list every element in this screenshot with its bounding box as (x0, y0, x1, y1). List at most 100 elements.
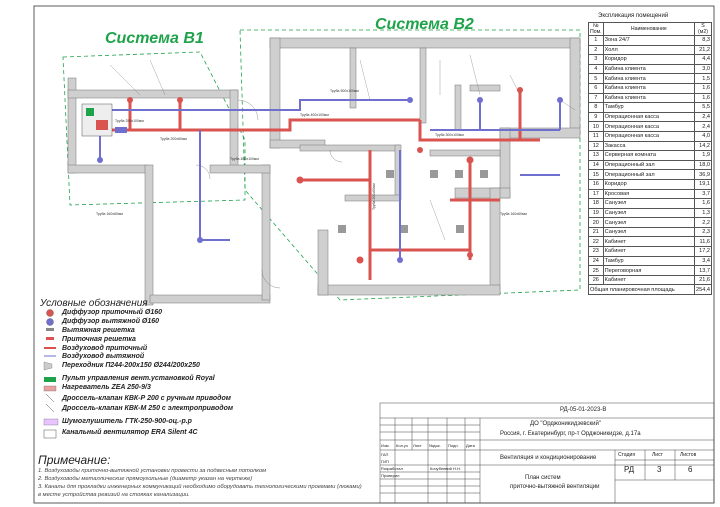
legend-item-exhaust-diffuser: Диффузор вытяжной Ø160 (62, 318, 160, 325)
explication-cell-n: 5 (588, 73, 604, 84)
explication-cell-area: 13,7 (694, 265, 712, 276)
explication-cell-name: Кабинет (602, 246, 696, 257)
explication-cell-n: 14 (588, 159, 604, 171)
explication-cell-area: 2,4 (694, 121, 712, 132)
explication-cell-area: 8,3 (694, 35, 712, 46)
legend-item-control-panel: Пульт управления вент.установкой Royal (62, 375, 215, 382)
title-block-role: Разработал (381, 466, 403, 471)
explication-cell-name: Санузел (602, 217, 696, 228)
title-block-role: ГИП (381, 459, 389, 464)
explication-header-num: № Пом. (588, 22, 604, 36)
svg-text:Труба 160х60мм: Труба 160х60мм (500, 212, 527, 216)
explication-header-area: S (м2) (694, 22, 712, 36)
explication-cell-area: 3,0 (694, 63, 712, 75)
note-line: в месте устройства ревизий на стояках ка… (38, 492, 190, 498)
explication-cell-area: 19,1 (694, 178, 712, 190)
explication-cell-area: 17,2 (694, 246, 712, 257)
explication-cell-name: Кабина клиента (602, 82, 696, 94)
explication-cell-name: Операционный зал (602, 159, 696, 171)
note-line: 2. Воздуховоды металлические прямоугольн… (38, 476, 253, 482)
legend-item-silencer: Шумоглушитель ГТК-250-900-оц.-р.р (62, 418, 192, 425)
explication-cell-name: Коридор (602, 178, 696, 190)
svg-text:Труба 200х60мм: Труба 200х60мм (372, 183, 376, 210)
legend-symbols (43, 309, 59, 439)
door-arcs (195, 99, 343, 289)
legend-item-supply-duct: Воздуховод приточный (62, 345, 148, 352)
explication-cell-name: Санузел (602, 226, 696, 238)
svg-text:Труба 300х100мм: Труба 300х100мм (435, 133, 464, 137)
legend-item-exhaust-grille: Вытяжная решетка (62, 327, 135, 334)
explication-cell-area: 4,0 (694, 130, 712, 142)
legend-item-adapter: Переходник П244-200х150 Ø244/200х250 (62, 362, 200, 369)
sheet-label: Лист (652, 452, 663, 458)
explication-cell-n: 25 (588, 265, 604, 276)
explication-cell-name: Кабинет (602, 236, 696, 248)
title-block-col-header: №док. (429, 443, 441, 448)
explication-cell-n: 8 (588, 102, 604, 113)
explication-cell-name: Санузел (602, 198, 696, 209)
sheet-title-line1: План систем (525, 475, 561, 481)
legend-item-duct-fan: Канальный вентилятор ERA Silent 4C (62, 429, 198, 436)
svg-text:Труба 450х100мм: Труба 450х100мм (230, 157, 259, 161)
legend-item-exhaust-duct: Воздуховод вытяжной (62, 353, 145, 360)
explication-cell-n: 7 (588, 92, 604, 104)
explication-cell-area: 1,5 (694, 73, 712, 84)
explication-cell-area: 5,5 (694, 102, 712, 113)
sheet-value: 3 (657, 465, 662, 474)
drawing-code: РД-05-01-2023-В (560, 407, 607, 413)
explication-cell-area: 21,2 (694, 44, 712, 56)
legend-title: Условные обозначения (40, 298, 148, 309)
explication-cell-n: 12 (588, 140, 604, 152)
explication-total-area: 254,4 (694, 284, 712, 296)
title-block-col-header: Кол.уч (396, 443, 408, 448)
system-b1-title: Система В1 (105, 30, 204, 47)
title-block-col-header: Изм. (381, 443, 390, 448)
legend-item-supply-diffuser: Диффузор приточный Ø160 (62, 309, 163, 316)
explication-cell-n: 6 (588, 82, 604, 94)
explication-cell-n: 11 (588, 130, 604, 142)
explication-cell-n: 10 (588, 121, 604, 132)
columns (338, 170, 488, 233)
legend-item-damper-manual: Дроссель-клапан КВК-Р 200 с ручным приво… (62, 395, 231, 402)
explication-cell-n: 13 (588, 150, 604, 161)
explication-cell-n: 20 (588, 217, 604, 228)
explication-cell-name: Тамбур (602, 102, 696, 113)
system-b2-boundary (239, 29, 581, 301)
title-block-col-header: Дата (466, 443, 475, 448)
explication-cell-name: Закасса (602, 140, 696, 152)
explication-cell-area: 1,6 (694, 198, 712, 209)
explication-total-label: Общая планировочная площадь (588, 284, 695, 296)
explication-cell-n: 16 (588, 178, 604, 190)
explication-cell-name: Зона 24/7 (602, 35, 696, 46)
notes-title: Примечание: (38, 453, 111, 467)
explication-cell-area: 36,9 (694, 169, 712, 180)
svg-text:Труба 400х100мм: Труба 400х100мм (300, 113, 329, 117)
explication-cell-n: 17 (588, 188, 604, 200)
title-block-col-header: Подп. (448, 443, 459, 448)
explication-cell-n: 26 (588, 274, 604, 286)
explication-cell-area: 2,2 (694, 217, 712, 228)
explication-cell-n: 4 (588, 63, 604, 75)
svg-text:Труба 160х60мм: Труба 160х60мм (96, 212, 123, 216)
explication-cell-name: Тамбур (602, 255, 696, 267)
legend-item-damper-electric: Дроссель-клапан КВК-М 250 с электроприво… (62, 405, 234, 412)
address: Россия, г. Екатеринбург, пр-т Орджоникид… (500, 431, 641, 437)
walls (67, 37, 581, 306)
